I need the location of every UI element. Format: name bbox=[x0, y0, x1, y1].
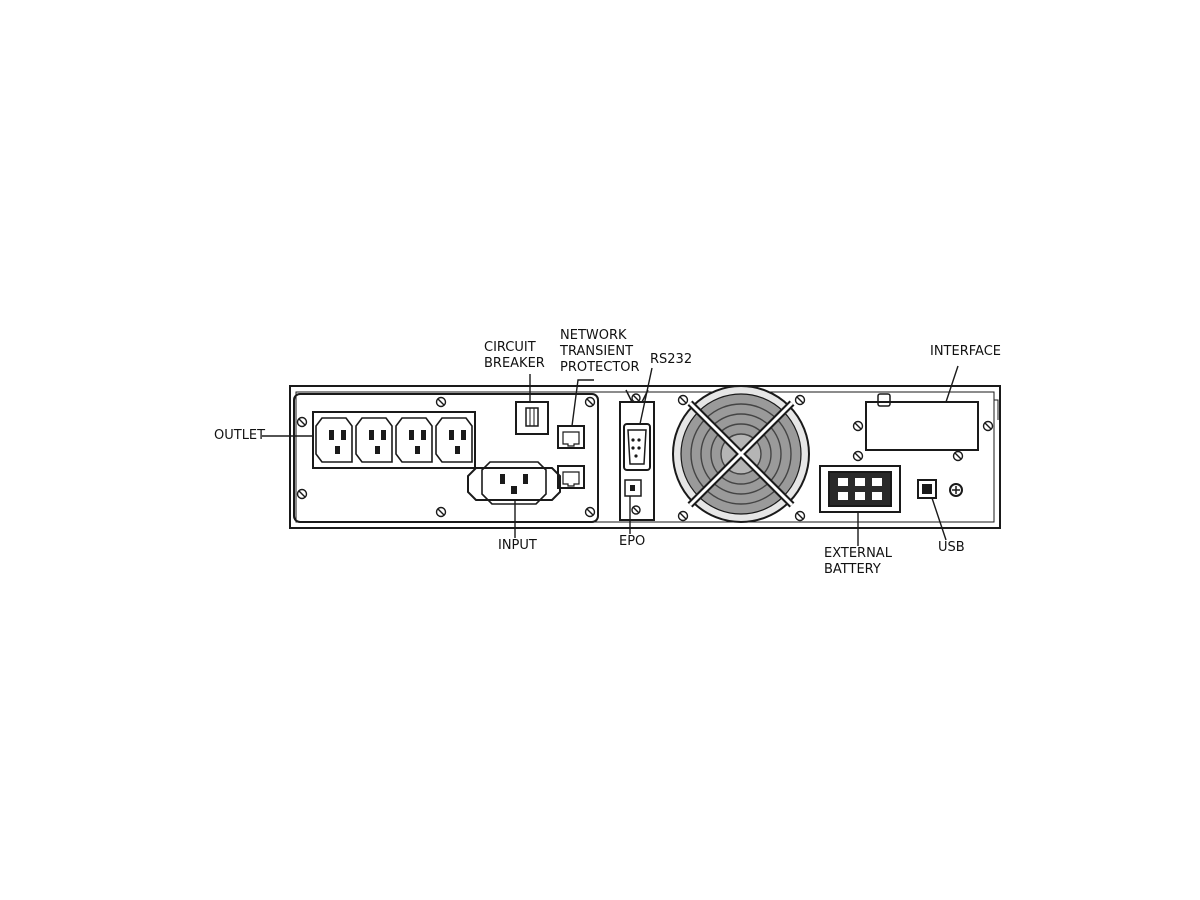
power-module-plate bbox=[293, 393, 599, 523]
outlet-socket-1 bbox=[315, 417, 353, 463]
external-battery-label-line-1: EXTERNAL bbox=[824, 546, 892, 561]
comm-slot bbox=[619, 389, 655, 521]
screws bbox=[296, 393, 994, 522]
outlet-socket-2 bbox=[355, 417, 393, 463]
epo-label: EPO bbox=[619, 534, 646, 549]
input-label: INPUT bbox=[498, 538, 537, 553]
circuit-breaker-label-line-1: CIRCUIT bbox=[484, 340, 536, 355]
network-protector-label-line-1: NETWORK bbox=[560, 328, 627, 343]
external-battery-connector bbox=[819, 465, 901, 513]
interface-label: INTERFACE bbox=[930, 344, 1001, 359]
circuit-breaker-label: CIRCUIT BREAKER bbox=[484, 340, 545, 372]
outlet-group bbox=[312, 411, 476, 469]
usb-port bbox=[917, 479, 937, 499]
rs232-label: RS232 bbox=[650, 352, 693, 367]
network-protector-jacks bbox=[557, 425, 585, 489]
outlet-socket-4 bbox=[435, 417, 473, 463]
input-socket bbox=[467, 461, 561, 505]
interface-slot bbox=[865, 393, 979, 451]
circuit-breaker bbox=[515, 401, 549, 435]
network-protector-label-line-2: TRANSIENT bbox=[560, 344, 634, 359]
circuit-breaker-label-line-2: BREAKER bbox=[484, 356, 545, 371]
cooling-fan bbox=[672, 385, 810, 523]
outlet-label: OUTLET bbox=[214, 428, 266, 443]
network-protector-label-line-3: PROTECTOR bbox=[560, 360, 640, 375]
outlet-socket-3 bbox=[395, 417, 433, 463]
external-battery-label-line-2: BATTERY bbox=[824, 562, 881, 577]
leader-lines bbox=[262, 365, 959, 546]
external-battery-label: EXTERNAL BATTERY bbox=[824, 546, 892, 578]
ground-screw bbox=[949, 483, 963, 497]
network-protector-label: NETWORK TRANSIENT PROTECTOR bbox=[560, 328, 640, 376]
usb-label: USB bbox=[938, 540, 965, 555]
